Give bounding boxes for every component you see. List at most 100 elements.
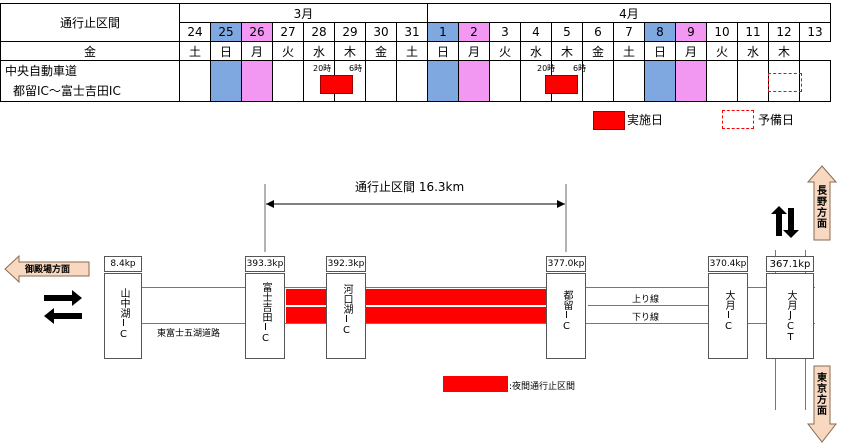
ic-kawaguchiko-name: 河口湖IC (341, 284, 352, 336)
weekday: 土 (613, 41, 645, 61)
weekday: 水 (303, 41, 335, 61)
ic-yamanakako: 山中湖IC (104, 273, 142, 359)
legend-reserve-swatch (722, 110, 754, 129)
route-name: 中央自動車道 都留IC～富士吉田IC (0, 60, 180, 102)
route-day-cell (272, 60, 304, 102)
route-day-cell (396, 60, 428, 102)
day-number: 27 (272, 22, 304, 42)
closure-length-label: 通行止区間 16.3km (355, 180, 465, 194)
day-number: 29 (334, 22, 366, 42)
tokyo-direction-arrow (806, 365, 838, 443)
weekday: 土 (396, 41, 428, 61)
legend-reserve-label: 予備日 (758, 113, 795, 127)
gotemba-direction-arrow (4, 254, 90, 284)
day-number: 10 (706, 22, 738, 42)
kp-kawaguchiko: 392.3kp (326, 256, 366, 272)
reserve-mark-apr11 (768, 73, 802, 92)
weekday: 日 (427, 41, 459, 61)
route-day-cell (365, 60, 397, 102)
ic-otsuki-jct: 大月JCT (766, 273, 814, 359)
closure-mark-mar28 (320, 75, 353, 94)
day-number: 6 (582, 22, 614, 42)
weekday: 水 (520, 41, 552, 61)
route-day-cell (210, 60, 242, 102)
route-day-cell (737, 60, 769, 102)
closure-dimension (264, 184, 567, 252)
month-april: 4月 (427, 3, 831, 23)
route-day-cell (179, 60, 211, 102)
closure-bar-up-2 (366, 289, 546, 305)
month-march: 3月 (179, 3, 428, 23)
ic-fujiyoshida-name: 富士吉田IC (260, 282, 271, 344)
time-end-label-2: 6時 (573, 64, 587, 73)
nagano-direction-arrow (806, 165, 838, 241)
night-closure-swatch (443, 376, 508, 392)
weekday: 土 (179, 41, 211, 61)
kp-otsuki-jct: 367.1kp (766, 256, 814, 272)
day-number: 5 (551, 22, 583, 42)
time-start-label: 20時 (313, 64, 332, 73)
road-line-bottom (105, 323, 815, 324)
legend-actual-swatch (593, 111, 625, 130)
route-day-cell (706, 60, 738, 102)
calendar-header-label: 通行止区間 (0, 3, 180, 42)
route-day-cell (582, 60, 614, 102)
day-number: 9 (675, 22, 707, 42)
day-number: 31 (396, 22, 428, 42)
weekday: 月 (458, 41, 490, 61)
tokyo-direction-label: 東京方面 (817, 373, 827, 417)
nagano-direction-label: 長野方面 (817, 186, 827, 230)
up-line-label: 上り線 (632, 295, 660, 305)
route-day-cell (458, 60, 490, 102)
ic-otsuki-name: 大月IC (723, 290, 734, 332)
route-day-cell (675, 60, 707, 102)
ic-fujiyoshida: 富士吉田IC (245, 273, 285, 359)
ic-kawaguchiko: 河口湖IC (326, 273, 366, 359)
closure-bar-down-1 (286, 307, 326, 323)
route-day-cell (644, 60, 676, 102)
route-day-cell (768, 60, 800, 102)
route-day-cell (489, 60, 521, 102)
ic-tsuru-name: 都留IC (561, 290, 572, 332)
legend-actual-label: 実施日 (627, 113, 664, 127)
route-day-cell (241, 60, 273, 102)
time-start-label-2: 20時 (537, 64, 556, 73)
time-end-label: 6時 (349, 64, 363, 73)
day-number: 8 (644, 22, 676, 42)
weekday: 金 (0, 41, 180, 61)
closure-bar-down-2 (366, 307, 546, 323)
day-number: 1 (427, 22, 459, 42)
weekday: 月 (675, 41, 707, 61)
ic-otsuki-jct-name: 大月JCT (785, 290, 796, 343)
closure-bar-up-1 (286, 289, 326, 305)
weekday: 水 (737, 41, 769, 61)
down-line-label: 下り線 (632, 313, 660, 323)
ic-otsuki: 大月IC (708, 273, 748, 359)
road-line-middle (588, 305, 708, 306)
day-number: 25 (210, 22, 242, 42)
route-line-2: 都留IC～富士吉田IC (13, 84, 121, 98)
kp-yamanakako: 8.4kp (104, 256, 142, 272)
route-day-cell (799, 60, 831, 102)
closure-mark-apr4 (545, 75, 578, 94)
day-number: 2 (458, 22, 490, 42)
bypass-road-label: 東富士五湖道路 (157, 329, 221, 339)
traffic-flow-arrows-west (44, 290, 82, 324)
day-number: 12 (768, 22, 800, 42)
day-number: 13 (799, 22, 831, 42)
day-number: 7 (613, 22, 645, 42)
weekday: 木 (334, 41, 366, 61)
weekday: 木 (551, 41, 583, 61)
route-line-1: 中央自動車道 (5, 64, 78, 78)
weekday: 木 (768, 41, 800, 61)
weekday: 火 (706, 41, 738, 61)
gotemba-direction-label: 御殿場方面 (25, 265, 71, 275)
day-number: 24 (179, 22, 211, 42)
ic-tsuru: 都留IC (546, 273, 586, 359)
route-day-cell (427, 60, 459, 102)
weekday: 金 (582, 41, 614, 61)
traffic-flow-arrows-north (771, 206, 799, 238)
weekday: 火 (489, 41, 521, 61)
kp-otsuki: 370.4kp (708, 256, 748, 272)
